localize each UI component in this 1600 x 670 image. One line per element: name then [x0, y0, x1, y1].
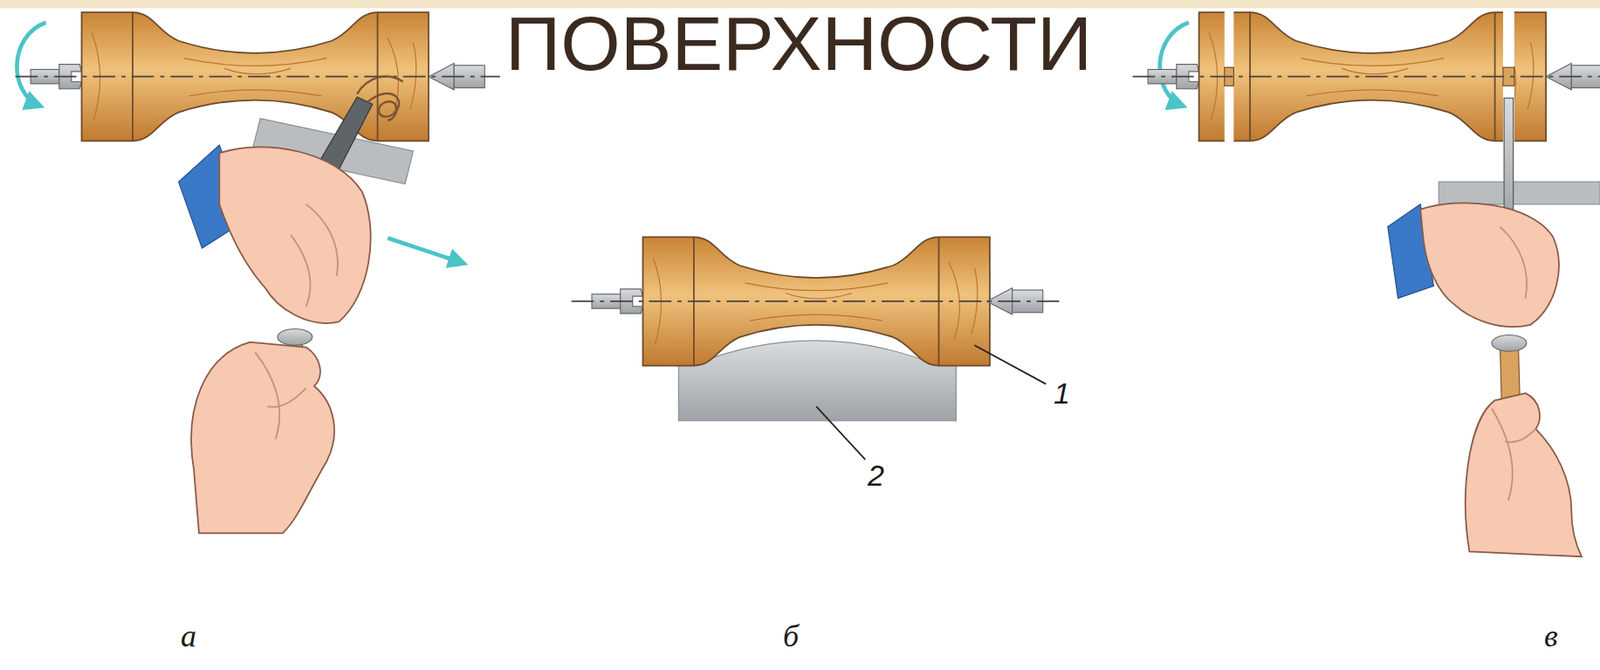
- panel-letter: в: [1544, 619, 1559, 652]
- panel-c-drawing: [1133, 10, 1600, 557]
- panel-b-drawing: [571, 236, 1062, 460]
- callout-number: 2: [867, 460, 885, 490]
- panel-letter: а: [180, 619, 197, 652]
- panel-a-drawing: [15, 12, 501, 533]
- slide-title: ПОВЕРХНОСТИ: [505, 5, 1092, 83]
- callout-number: 1: [1053, 377, 1071, 408]
- panel-letter: б: [782, 619, 799, 652]
